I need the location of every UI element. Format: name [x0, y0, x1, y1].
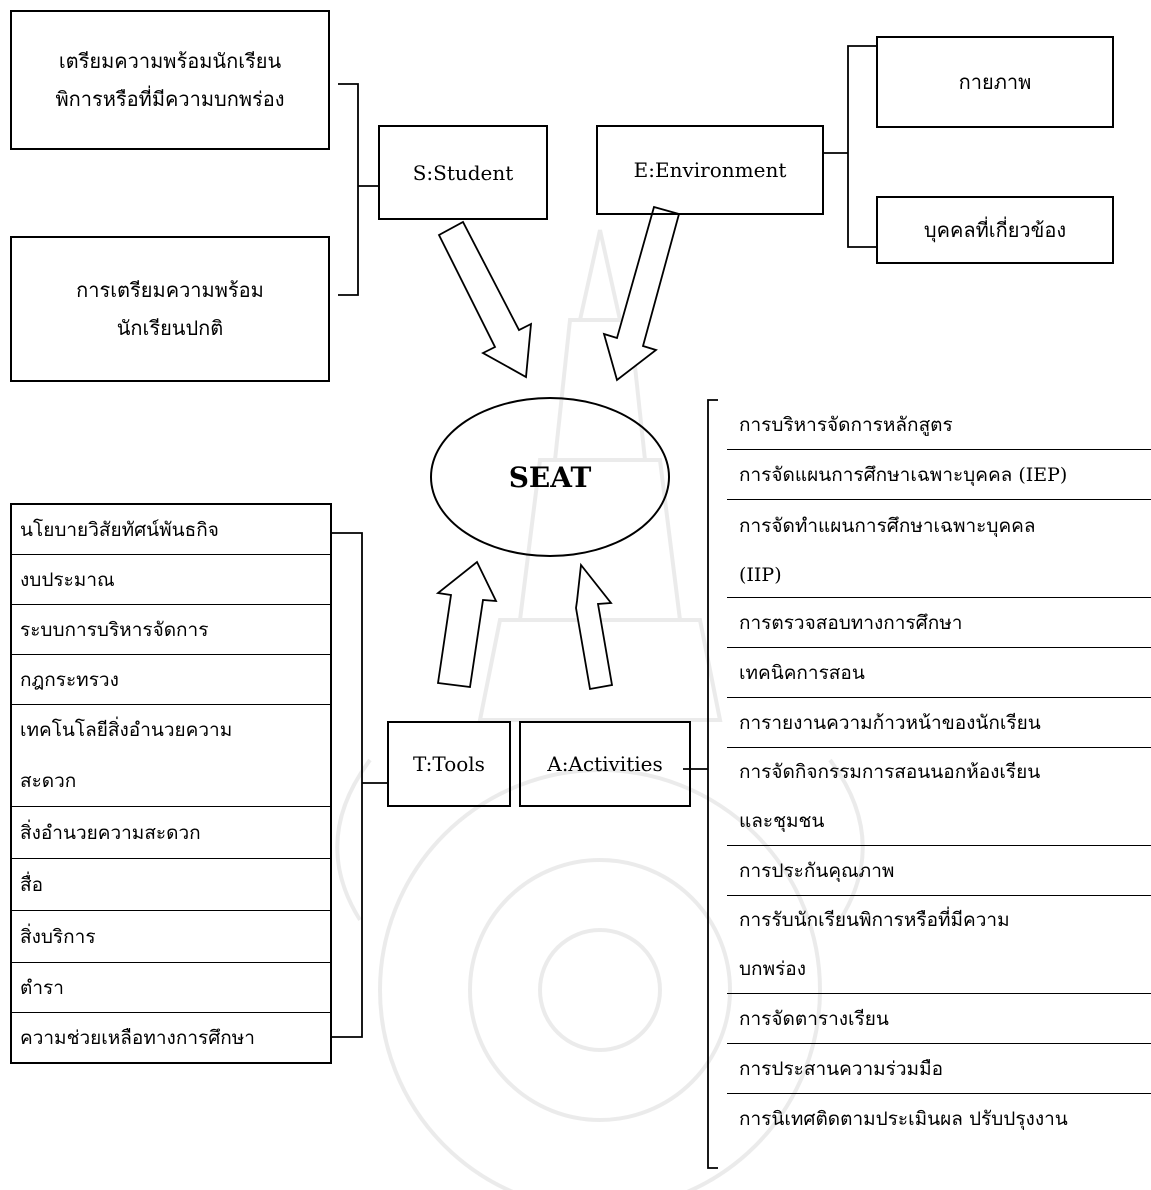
student-prep-normal-box: การเตรียมความพร้อม นักเรียนปกติ [10, 236, 330, 382]
tools-box: T:Tools [387, 721, 511, 807]
student-box: S:Student [378, 125, 548, 220]
activities-item-text: การจัดตารางเรียน [739, 1007, 889, 1030]
tools-item-text: นโยบายวิสัยทัศน์พันธกิจ [20, 518, 219, 541]
activities-item: การประกันคุณภาพ [727, 846, 1151, 896]
tools-item-text: งบประมาณ [20, 568, 115, 591]
tools-item: นโยบายวิสัยทัศน์พันธกิจ [12, 505, 330, 555]
env-physical-box: กายภาพ [876, 36, 1114, 128]
tools-item-text: สิ่งบริการ [20, 925, 96, 948]
activities-item-text: การนิเทศติดตามประเมินผล ปรับปรุงงาน [739, 1108, 1068, 1130]
activities-item: การนิเทศติดตามประเมินผล ปรับปรุงงาน [727, 1094, 1151, 1144]
student-prep-disabled-line-1: เตรียมความพร้อมนักเรียน [58, 49, 282, 73]
activities-item-text: การจัดทำแผนการศึกษาเฉพาะบุคคล [739, 515, 1036, 538]
tools-label: T:Tools [413, 752, 485, 776]
tools-item: ระบบการบริหารจัดการ [12, 605, 330, 655]
tools-list: นโยบายวิสัยทัศน์พันธกิจ งบประมาณ ระบบการ… [10, 503, 332, 1064]
student-prep-disabled-box: เตรียมความพร้อมนักเรียน พิการหรือที่มีคว… [10, 10, 330, 150]
tools-item: กฎกระทรวง [12, 655, 330, 705]
activities-item-text: การายงานความก้าวหน้าของนักเรียน [739, 711, 1041, 734]
tools-item-text: เทคโนโลยีสิ่งอำนวยความ [20, 719, 233, 742]
activities-item-text: เทคนิคการสอน [739, 661, 865, 684]
tools-item-text: กฎกระทรวง [20, 668, 119, 691]
tools-item: เทคโนโลยีสิ่งอำนวยความ สะดวก [12, 705, 330, 807]
tools-item-text: ตำรา [20, 976, 64, 999]
activities-item-text: และชุมชน [739, 809, 825, 832]
student-prep-normal-line-1: การเตรียมความพร้อม [76, 278, 264, 302]
seat-ellipse: SEAT [430, 397, 670, 557]
activities-item: การจัดตารางเรียน [727, 994, 1151, 1044]
activities-item-text: บกพร่อง [739, 957, 806, 980]
environment-label: E:Environment [633, 158, 787, 182]
activities-item: การายงานความก้าวหน้าของนักเรียน [727, 698, 1151, 748]
activities-item-text: การจัดกิจกรรมการสอนนอกห้องเรียน [739, 761, 1041, 784]
activities-item: การตรวจสอบทางการศึกษา [727, 598, 1151, 648]
activities-item-text: การประสานความร่วมมือ [739, 1057, 944, 1080]
tools-item-text: สื่อ [20, 873, 44, 896]
student-prep-disabled-line-2: พิการหรือที่มีความบกพร่อง [55, 87, 285, 111]
activities-item: การจัดทำแผนการศึกษาเฉพาะบุคคล (IIP) [727, 500, 1151, 598]
tools-item: สื่อ [12, 859, 330, 911]
student-prep-normal-line-2: นักเรียนปกติ [116, 316, 224, 340]
activities-item-text: (IIP) [739, 563, 782, 586]
tools-item: สิ่งอำนวยความสะดวก [12, 807, 330, 859]
activities-item-text: การตรวจสอบทางการศึกษา [739, 611, 963, 634]
activities-item-text: การบริหารจัดการหลักสูตร [739, 413, 953, 436]
activities-item: การบริหารจัดการหลักสูตร [727, 400, 1151, 450]
student-label: S:Student [412, 160, 514, 185]
activities-item-text: การจัดแผนการศึกษาเฉพาะบุคคล (IEP) [739, 463, 1068, 486]
env-physical-label: กายภาพ [958, 70, 1032, 94]
tools-item-text: ระบบการบริหารจัดการ [20, 618, 209, 641]
activities-item: การรับนักเรียนพิการหรือที่มีความ บกพร่อง [727, 896, 1151, 994]
tools-item-text: สะดวก [20, 769, 77, 792]
env-people-label: บุคคลที่เกี่ยวข้อง [923, 218, 1067, 242]
activities-item-text: การประกันคุณภาพ [739, 859, 895, 882]
activities-list: การบริหารจัดการหลักสูตร การจัดแผนการศึกษ… [727, 400, 1151, 1144]
activities-item: การจัดกิจกรรมการสอนนอกห้องเรียน และชุมชน [727, 748, 1151, 846]
tools-item: สิ่งบริการ [12, 911, 330, 963]
seat-label: SEAT [508, 460, 592, 494]
env-people-box: บุคคลที่เกี่ยวข้อง [876, 196, 1114, 264]
tools-item-text: สิ่งอำนวยความสะดวก [20, 821, 201, 844]
tools-item: ความช่วยเหลือทางการศึกษา [12, 1013, 330, 1062]
tools-item: งบประมาณ [12, 555, 330, 605]
tools-item-text: ความช่วยเหลือทางการศึกษา [20, 1026, 255, 1049]
environment-box: E:Environment [596, 125, 824, 215]
activities-label: A:Activities [547, 752, 663, 776]
activities-item: เทคนิคการสอน [727, 648, 1151, 698]
activities-item: การประสานความร่วมมือ [727, 1044, 1151, 1094]
tools-item: ตำรา [12, 963, 330, 1013]
activities-item-text: การรับนักเรียนพิการหรือที่มีความ [739, 909, 1010, 932]
activities-box: A:Activities [519, 721, 691, 807]
activities-item: การจัดแผนการศึกษาเฉพาะบุคคล (IEP) [727, 450, 1151, 500]
